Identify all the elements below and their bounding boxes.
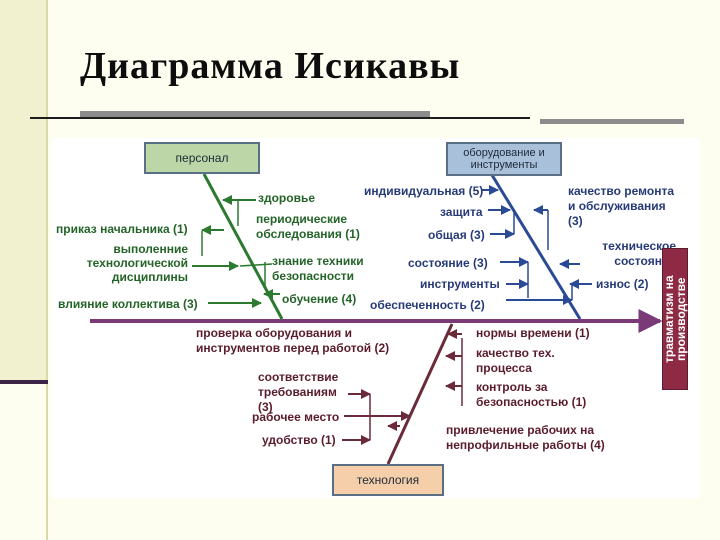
cause-label: периодические обследования (1) <box>256 212 360 241</box>
title-underline <box>30 117 530 119</box>
cause-label: удобство (1) <box>262 433 336 447</box>
diagram-lines <box>90 173 663 465</box>
cause-label: рабочее место <box>252 410 340 424</box>
cause-label: привлечение рабочих на непрофильные рабо… <box>446 423 605 452</box>
technology-bone <box>386 323 454 465</box>
cause-label: соответствие требованиям (3) <box>258 370 339 414</box>
cause-label: приказ начальника (1) <box>56 222 188 236</box>
ishikawa-diagram: персонал оборудование и инструменты техн… <box>52 138 700 498</box>
cause-label: обучение (4) <box>282 292 357 306</box>
cause-label: индивидуальная (5) <box>364 184 484 198</box>
sidebar-rule <box>46 0 48 540</box>
cause-label: общая (3) <box>428 228 485 242</box>
cause-label: нормы времени (1) <box>476 326 590 340</box>
cause-label: выполенние технологической дисциплины <box>86 242 188 284</box>
title-accent-bar-right <box>540 119 684 124</box>
cause-label: качество ремонта и обслуживания (3) <box>568 184 674 228</box>
cause-label: износ (2) <box>596 277 649 291</box>
slide-title: Диаграмма Исикавы <box>80 45 461 87</box>
cause-label: проверка оборудования и инструментов пер… <box>196 326 390 355</box>
effect-box: травматизм на производстве <box>662 248 688 390</box>
sidebar-decoration <box>0 0 46 384</box>
cause-label: качество тех. процесса <box>476 346 555 375</box>
cause-label: обеспеченность (2) <box>370 298 485 312</box>
cause-label: защита <box>440 205 483 219</box>
cause-label: техническое состояние <box>602 239 676 268</box>
cause-label: здоровье <box>258 191 315 205</box>
cause-label: состояние (3) <box>408 256 488 270</box>
cause-label: знание техники безопасности <box>272 254 364 283</box>
category-box-personnel: персонал <box>144 142 260 174</box>
equipment-bone <box>490 174 582 320</box>
cause-label: влияние коллектива (3) <box>58 297 198 311</box>
cause-label: инструменты <box>420 277 500 291</box>
title-accent-bar <box>80 111 430 117</box>
category-box-technology: технология <box>332 464 444 496</box>
sidebar-bottom-bar <box>0 380 48 384</box>
category-box-equipment: оборудование и инструменты <box>446 142 562 176</box>
cause-label: контроль за безопасностью (1) <box>476 380 587 409</box>
